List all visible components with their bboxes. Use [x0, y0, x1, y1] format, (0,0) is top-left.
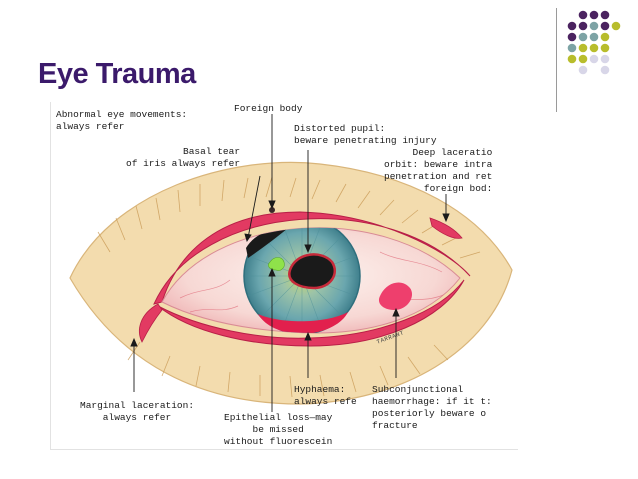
decorative-dot [600, 54, 610, 64]
decorative-dot [600, 10, 610, 20]
label-subconjunctival-haemorrhage: Subconjunctional haemorrhage: if it t: p… [372, 384, 492, 431]
subconjunctival-haemorrhage [378, 282, 413, 310]
decorative-dot [578, 43, 588, 53]
marginal-laceration [139, 303, 163, 343]
slide-title: Eye Trauma [38, 58, 196, 90]
decorative-dot [600, 21, 610, 31]
decorative-dot [611, 21, 621, 31]
decorative-dot [578, 32, 588, 42]
label-marginal-laceration: Marginal laceration: always refer [80, 400, 195, 423]
label-hyphaema: Hyphaema: always refe [294, 384, 357, 407]
decorative-dot [589, 10, 599, 20]
foreign-body [269, 207, 275, 213]
decorative-dot [589, 43, 599, 53]
upper-lid-margin [153, 211, 471, 305]
deep-laceration [429, 217, 463, 239]
label-deep-laceration: Deep laceratio orbit: beware intra penet… [384, 147, 493, 194]
label-foreign-body: Foreign body [234, 103, 303, 114]
basal-iris-tear [246, 227, 288, 258]
eye-illustration [69, 114, 513, 412]
label-basal-tear: Basal tear of iris always refer [126, 146, 241, 169]
label-pointers [130, 114, 450, 412]
label-epithelial-loss: Epithelial loss—may be missed without fl… [224, 412, 333, 447]
decorative-dot [589, 54, 599, 64]
decorative-dot [578, 65, 588, 75]
lower-lid-margin [157, 279, 465, 347]
decorative-dot [589, 32, 599, 42]
decorative-dot [567, 21, 577, 31]
label-abnormal-eye-movements: Abnormal eye movements: always refer [56, 109, 188, 132]
diagram-frame [50, 102, 518, 450]
hyphaema [258, 312, 348, 333]
decorative-dot [567, 43, 577, 53]
vertical-divider [556, 8, 557, 112]
eye-trauma-diagram: Abnormal eye movements: always refer For… [50, 102, 518, 450]
decorative-dot-grid [567, 10, 621, 75]
decorative-dot [600, 65, 610, 75]
label-distorted-pupil: Distorted pupil: beware penetrating inju… [294, 123, 437, 146]
epithelial-loss-patch [268, 257, 285, 271]
decorative-dot [578, 54, 588, 64]
decorative-dot [567, 54, 577, 64]
decorative-dot [578, 10, 588, 20]
decorative-dot [578, 21, 588, 31]
distorted-pupil [288, 253, 337, 290]
decorative-dot [600, 43, 610, 53]
decorative-dot [567, 32, 577, 42]
decorative-dot [600, 32, 610, 42]
decorative-dot [589, 21, 599, 31]
